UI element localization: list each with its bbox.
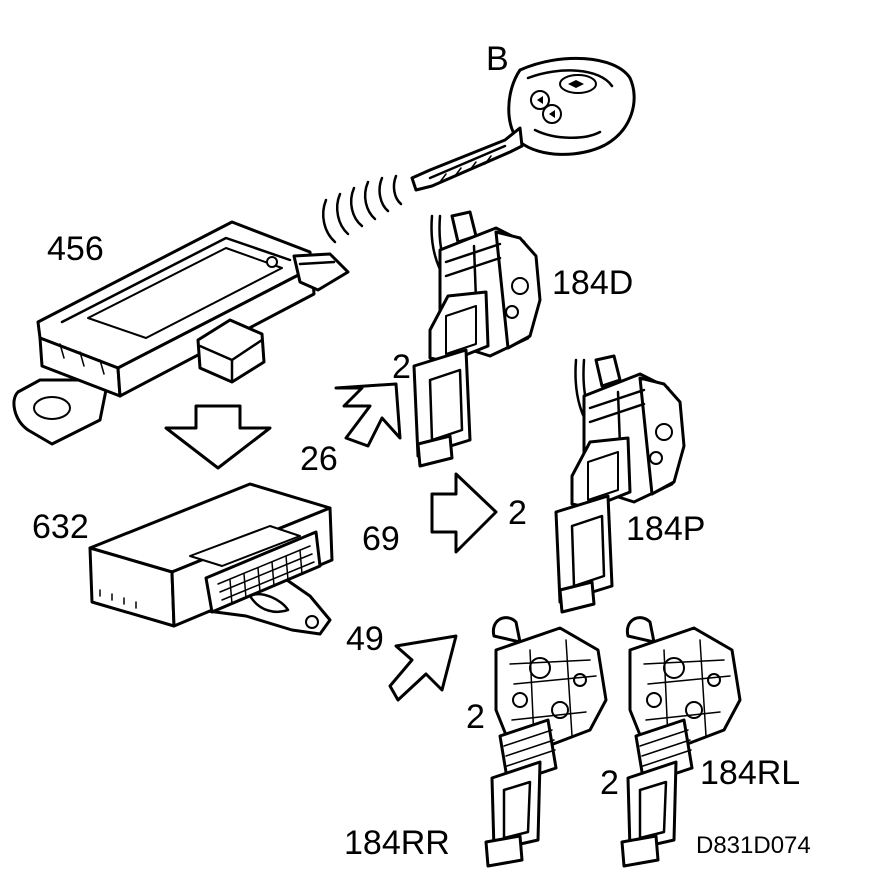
- lock-184d-actuator: [412, 210, 542, 468]
- lock-184rr-actuator: [484, 616, 608, 868]
- arrow-69-label: 69: [362, 520, 400, 558]
- arrow-26-icon: [334, 382, 402, 448]
- module-632-control-unit: [88, 482, 334, 636]
- arrow-26-label: 26: [300, 440, 338, 478]
- lock-184rl-label: 184RL: [700, 754, 801, 792]
- arrow-49-label: 49: [346, 620, 384, 658]
- pin-184rr-label: 2: [466, 698, 485, 736]
- module-456-label: 456: [47, 230, 104, 268]
- pin-184p-label: 2: [508, 494, 527, 532]
- lock-184p-actuator: [554, 354, 686, 614]
- arrow-69-icon: [430, 472, 498, 554]
- module-632-label: 632: [32, 508, 89, 546]
- lock-184p-label: 184P: [626, 510, 706, 548]
- radio-signal-waves: [322, 174, 403, 244]
- pin-184d-label: 2: [392, 348, 411, 386]
- pin-184rl-label: 2: [600, 764, 619, 802]
- down-arrow-icon: [164, 404, 272, 470]
- lock-184rl-actuator: [620, 616, 742, 868]
- module-456-receiver: [12, 220, 350, 446]
- arrow-49-icon: [388, 634, 458, 702]
- lock-184d-label: 184D: [552, 264, 634, 302]
- key-label: B: [486, 40, 509, 78]
- drawing-code-label: D831D074: [696, 832, 811, 859]
- lock-184rr-label: 184RR: [344, 824, 450, 862]
- remote-key-fob: [410, 56, 636, 192]
